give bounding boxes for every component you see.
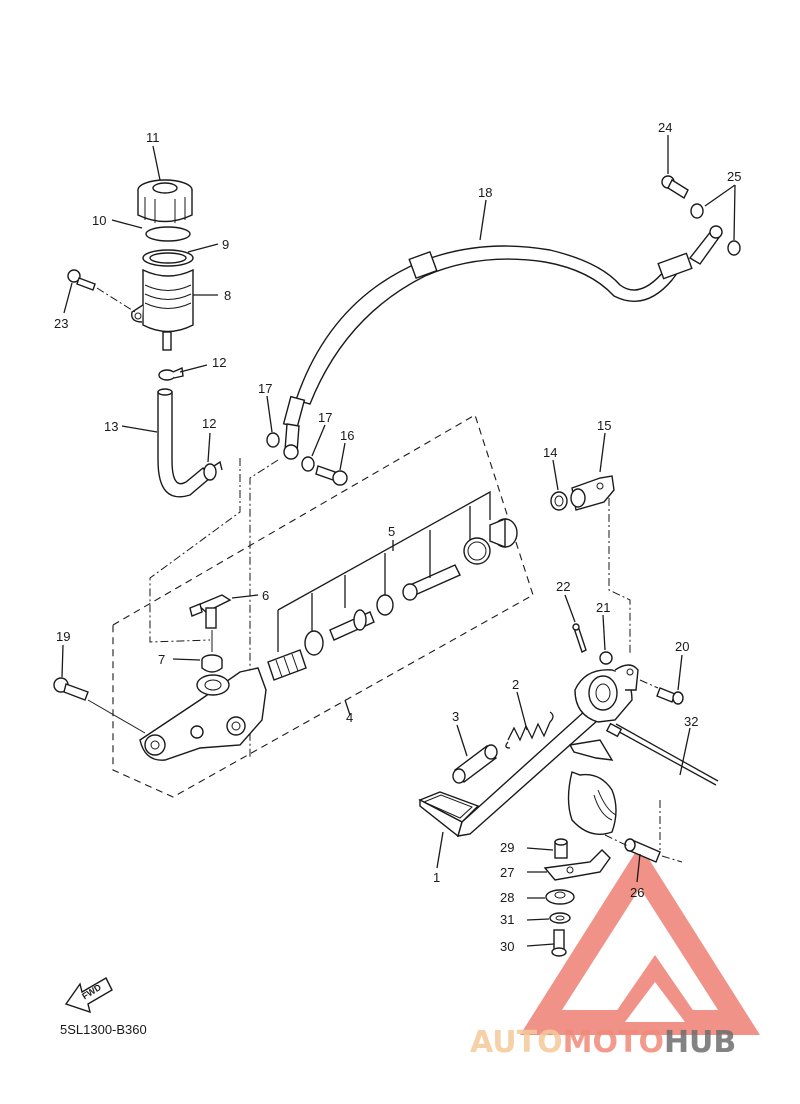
grommet-7 xyxy=(201,630,223,673)
callout-14: 14 xyxy=(543,445,557,460)
return-spring xyxy=(505,711,554,749)
hose-joint-6 xyxy=(189,594,232,629)
callout-10: 10 xyxy=(92,213,106,228)
callout-17a: 17 xyxy=(258,381,272,396)
washer-25a xyxy=(690,203,704,219)
callout-17b: 17 xyxy=(318,410,332,425)
cotter-pin-22 xyxy=(572,623,587,653)
callout-27: 27 xyxy=(500,865,514,880)
callout-9: 9 xyxy=(222,237,229,252)
callout-32: 32 xyxy=(684,714,698,729)
callout-31: 31 xyxy=(500,912,514,927)
lock-nut-14 xyxy=(550,491,568,511)
callout-29: 29 xyxy=(500,840,514,855)
callout-26: 26 xyxy=(630,885,644,900)
master-cylinder-assembly-boundary xyxy=(112,414,534,798)
damper-28 xyxy=(545,889,575,905)
callout-4: 4 xyxy=(346,710,353,725)
callout-13: 13 xyxy=(104,419,118,434)
callout-6: 6 xyxy=(262,588,269,603)
callout-12a: 12 xyxy=(212,355,226,370)
callout-28: 28 xyxy=(500,890,514,905)
callout-7: 7 xyxy=(158,652,165,667)
union-bolt-16 xyxy=(315,465,348,486)
hose-clamp-upper xyxy=(158,366,184,381)
hose-clamp-lower xyxy=(203,460,223,481)
brake-hose xyxy=(282,225,723,460)
reservoir-tank xyxy=(131,179,194,351)
union-bolt-24 xyxy=(661,175,689,200)
brake-pedal xyxy=(418,664,639,838)
callout-15: 15 xyxy=(597,418,611,433)
callout-5: 5 xyxy=(388,524,395,539)
collar-3 xyxy=(452,744,498,784)
master-cylinder-kit xyxy=(267,517,518,681)
diagram-code: 5SL1300-B360 xyxy=(60,1022,147,1037)
bolt-30 xyxy=(551,929,567,957)
callout-19: 19 xyxy=(56,629,70,644)
callout-3: 3 xyxy=(452,709,459,724)
watermark-logo-icon xyxy=(520,845,760,1035)
pin-26 xyxy=(624,838,661,863)
callout-22: 22 xyxy=(556,579,570,594)
watermark-part-auto: AUTO xyxy=(470,1025,563,1060)
callout-labels: 11 10 9 8 23 12 13 12 17 17 16 18 24 25 … xyxy=(54,120,741,954)
washer-31 xyxy=(549,912,571,924)
leader-lines xyxy=(61,135,736,947)
fwd-arrow-icon xyxy=(64,977,113,1014)
master-cylinder-body xyxy=(139,667,267,761)
breather-hose xyxy=(157,391,211,498)
callout-20: 20 xyxy=(675,639,689,654)
washer-25b xyxy=(727,240,741,256)
callout-30: 30 xyxy=(500,939,514,954)
callout-8: 8 xyxy=(224,288,231,303)
pin-20 xyxy=(656,687,684,705)
stopper-29 xyxy=(554,838,568,859)
watermark-part-moto: MOTO xyxy=(563,1025,664,1060)
watermark-part-hub: HUB xyxy=(664,1025,736,1060)
callout-24: 24 xyxy=(658,120,672,135)
callout-12b: 12 xyxy=(202,416,216,431)
callout-18: 18 xyxy=(478,185,492,200)
callout-23: 23 xyxy=(54,316,68,331)
callout-25: 25 xyxy=(727,169,741,184)
callout-11: 11 xyxy=(146,130,160,145)
washer-17a xyxy=(266,432,280,448)
washer-21 xyxy=(599,651,613,665)
callout-1: 1 xyxy=(433,870,440,885)
callout-2: 2 xyxy=(512,677,519,692)
bolt-19 xyxy=(53,677,89,701)
clevis-15 xyxy=(570,475,615,511)
cable-32 xyxy=(605,722,719,786)
callout-21: 21 xyxy=(596,600,610,615)
bracket-27 xyxy=(543,849,611,881)
washer-17b xyxy=(301,456,315,472)
bolt-23 xyxy=(67,269,96,291)
watermark-text: AUTOMOTOHUB xyxy=(470,1025,736,1060)
callout-16: 16 xyxy=(340,428,354,443)
